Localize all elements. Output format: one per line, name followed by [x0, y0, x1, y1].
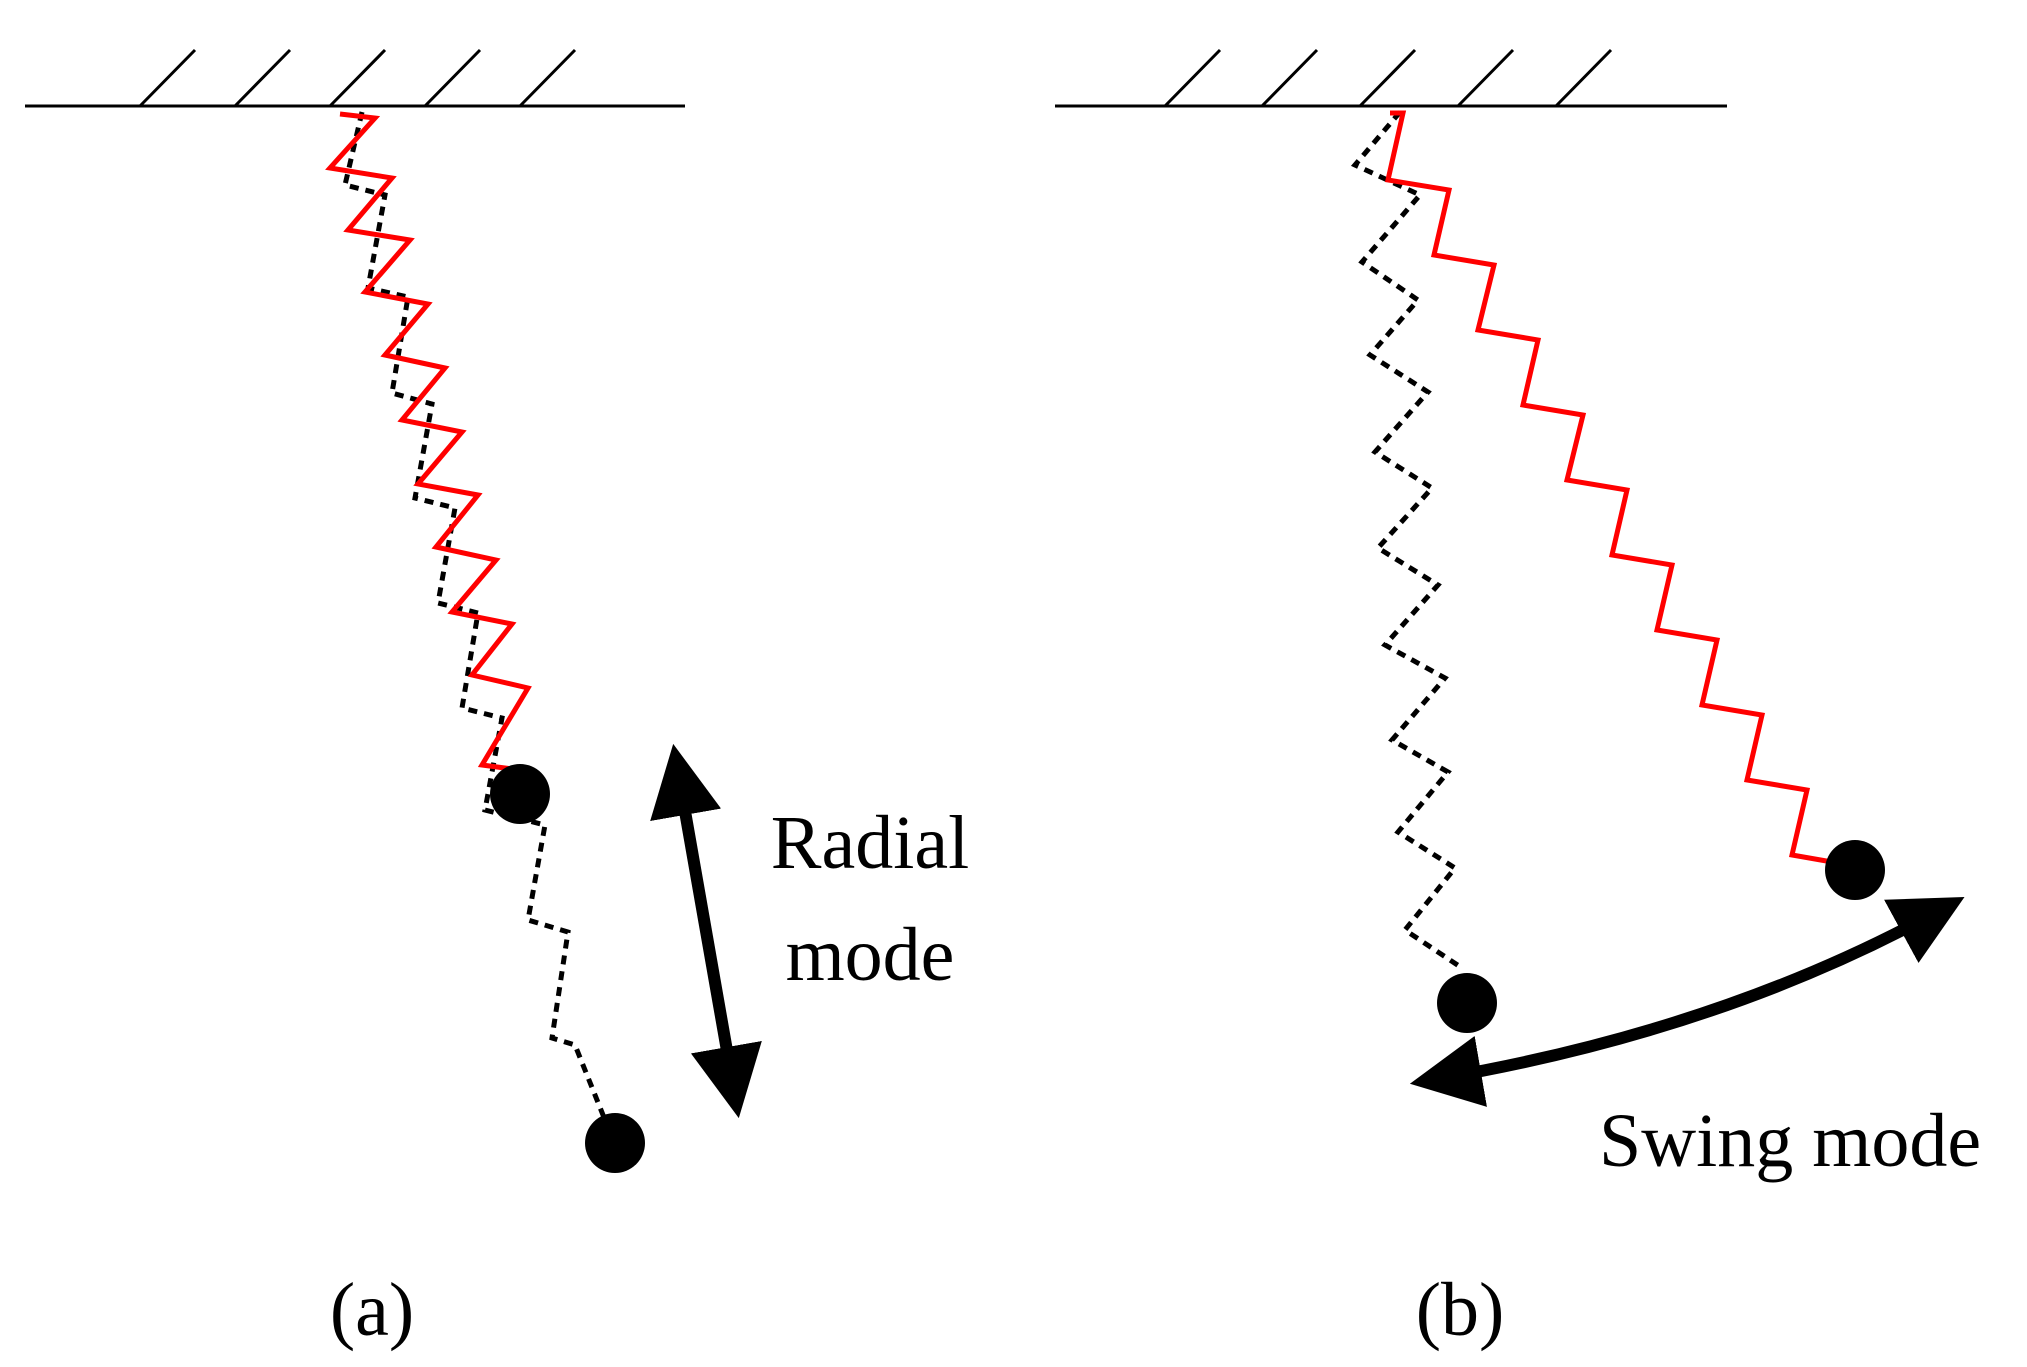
mass-reference-b [1437, 973, 1497, 1033]
displaced-spring-b [1384, 110, 1856, 869]
swing-mode-label: Swing mode [1599, 1099, 1981, 1183]
reference-spring-b [1350, 110, 1464, 971]
ceiling-support-b [1055, 48, 1727, 108]
swing-double-arrow [1409, 896, 1965, 1107]
displaced-spring-a [325, 111, 532, 773]
ceiling-support-a [25, 48, 685, 108]
radial-mode-label-line1: Radial [771, 801, 969, 885]
radial-mode-label-line2: mode [786, 913, 955, 997]
mass-reference-a [585, 1113, 645, 1173]
mass-displaced-a [490, 764, 550, 824]
panel-b: Swing mode (b) [1055, 48, 1981, 1352]
caption-a: (a) [330, 1268, 414, 1352]
caption-b: (b) [1416, 1268, 1505, 1352]
mass-displaced-b [1825, 840, 1885, 900]
radial-double-arrow [650, 743, 762, 1119]
panel-a: Radial mode (a) [25, 48, 969, 1352]
